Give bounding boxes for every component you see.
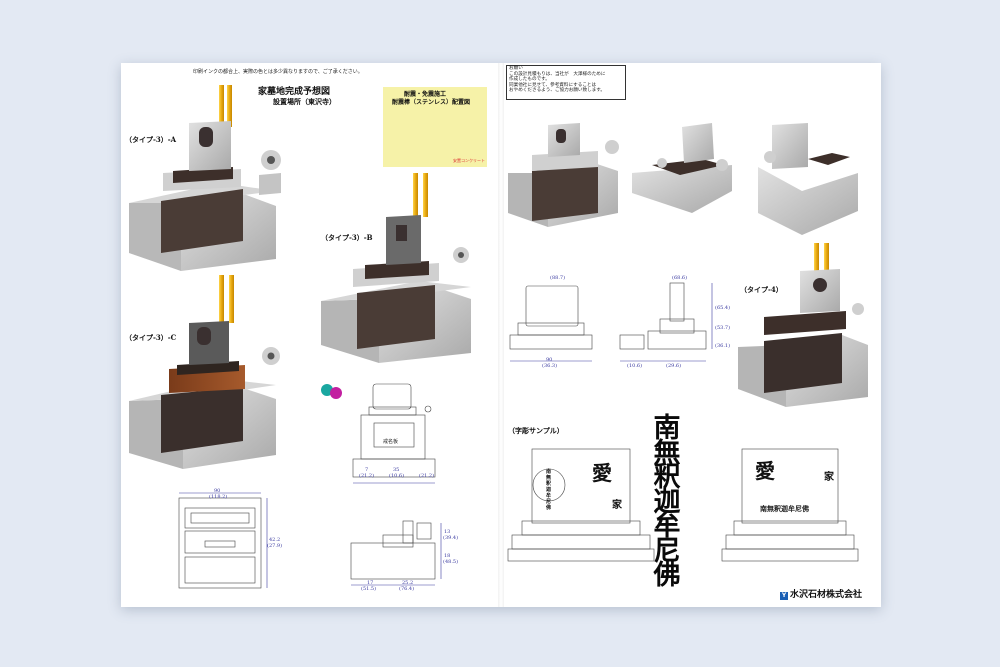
epitaph-plate-label: 戒名板 [383, 439, 399, 445]
font-sample-left-drawing [507, 448, 655, 562]
dim-r-2: 90 [546, 357, 553, 363]
sample-ai-char-right: 愛 [755, 459, 775, 483]
page-fold [498, 63, 504, 607]
sample-vertical-small-text: 南無釈迦牟尼佛 [546, 469, 552, 511]
dim-side-1: 17 [367, 580, 374, 586]
label-font-sample: （字彫サンプル） [508, 426, 564, 435]
inset-line1: 耐震・免震施工 [404, 91, 447, 98]
label-type3b: （タイプ-3）-B [321, 233, 373, 242]
side-elevation-drawing [350, 520, 442, 586]
dim-plan-width: 90 [214, 488, 221, 494]
tomb-render-type3a [129, 85, 281, 271]
dim-side-1-alt: (51.5) [361, 586, 377, 592]
nembutsu-char-3: 迦 [653, 486, 681, 518]
dim-r-9: (29.6) [666, 363, 682, 369]
nembutsu-char-6: 佛 [653, 560, 681, 591]
right-page: お願い この設計見積もりは、当社が 大澤様のために 作成したものです。 同業他社… [502, 63, 881, 607]
dim-side-h1-alt: (39.4) [443, 535, 459, 541]
label-type4: （タイプ-4） [740, 285, 783, 294]
notice-line-2: 作成したものです。 [509, 77, 550, 83]
plan-view-drawing [178, 492, 268, 589]
page-title: 家墓地完成予想図 [258, 87, 331, 97]
dim-plan-depth: 42.2 [269, 537, 281, 543]
tomb-render-front [508, 123, 619, 227]
nembutsu-char-4: 牟 [653, 511, 681, 542]
sample-ai-char-left: 愛 [592, 461, 612, 485]
sample-sticker [321, 384, 342, 399]
dim-plan-width-alt: (118.2) [209, 494, 228, 500]
sample-ie-char-left: 家 [612, 500, 622, 511]
print-color-note: 印刷インクの都合上、実際の色とは多少異なりますので、ご了承ください。 [193, 69, 363, 75]
notice-line-4: おやめくださるよう、ご協力お願い致します。 [509, 88, 606, 94]
company-mark-icon: Y [780, 592, 788, 600]
dim-side-2-alt: (76.4) [399, 586, 415, 592]
dim-front-2: 35 [393, 467, 400, 473]
tomb-render-type3b [321, 173, 471, 363]
dim-side-2: 25.2 [402, 580, 414, 586]
dim-side-h2: 18 [444, 553, 451, 559]
brochure-spread: 印刷インクの都合上、実際の色とは多少異なりますので、ご了承ください。 家墓地完成… [121, 63, 881, 607]
font-sample-right-drawing [721, 448, 859, 562]
dim-side-h1: 13 [444, 529, 451, 535]
dim-r-3: (36.3) [542, 363, 558, 369]
label-type3c: （タイプ-3）-C [125, 333, 177, 342]
sample-ie-char-right: 家 [824, 472, 834, 483]
inset-line2: 耐震棒（ステンレス）配置図 [392, 99, 471, 106]
nembutsu-char-2: 釈 [653, 462, 681, 493]
elevation-drawing-side [619, 282, 713, 362]
nembutsu-char-5: 尼 [653, 535, 681, 567]
nembutsu-vertical-text: 南 無 釈 迦 牟 尼 佛 [650, 413, 684, 591]
tomb-render-type3c [129, 275, 280, 469]
left-page: 印刷インクの都合上、実際の色とは多少異なりますので、ご了承ください。 家墓地完成… [121, 63, 499, 607]
tomb-render-angle [632, 123, 732, 213]
dim-front-1-alt: (21.2) [359, 473, 375, 479]
dim-front-2-alt: (10.6) [389, 473, 405, 479]
seismic-inset: 耐震・免震施工 耐震棒（ステンレス）配置図 安置コンクリート [383, 87, 487, 167]
dim-side-h2-alt: (48.5) [443, 559, 459, 565]
dim-r-6: (53.7) [715, 325, 731, 331]
elevation-drawing-front [509, 285, 593, 362]
notice-line-1: この設計見積もりは、当社が 大澤様のために [509, 71, 606, 77]
dim-front-3-alt: (21.2) [419, 473, 435, 479]
sample-horizontal-small-text: 南無釈迦牟尼佛 [760, 504, 809, 513]
dim-plan-depth-alt: (27.9) [267, 543, 283, 549]
dim-front-1: 7 [365, 467, 369, 473]
dim-r-1: (88.7) [550, 275, 566, 281]
label-type3a: （タイプ-3）-A [125, 135, 177, 144]
tomb-render-rear [758, 123, 858, 235]
dim-r-4: (68.6) [672, 275, 688, 281]
dim-r-8: (10.6) [627, 363, 643, 369]
dim-r-7: (36.1) [715, 343, 731, 349]
front-elevation-drawing [352, 383, 436, 484]
company-name: 水沢石材株式会社 [790, 590, 863, 600]
left-illustrations [129, 85, 483, 589]
tomb-render-type4 [738, 243, 868, 407]
dim-r-5: (65.4) [715, 305, 731, 311]
nembutsu-char-1: 無 [653, 437, 681, 469]
estimate-notice-box: お願い この設計見積もりは、当社が 大澤様のために 作成したものです。 同業他社… [506, 65, 626, 100]
installation-location: 設置場所（東沢寺） [273, 97, 336, 106]
notice-line-3: 同業他社に見せて、参考資料にすることは [509, 82, 597, 88]
inset-concrete-label: 安置コンクリート [453, 158, 485, 163]
nembutsu-char-0: 南 [653, 413, 681, 444]
notice-line-0: お願い [509, 66, 523, 71]
right-illustrations [507, 123, 868, 562]
